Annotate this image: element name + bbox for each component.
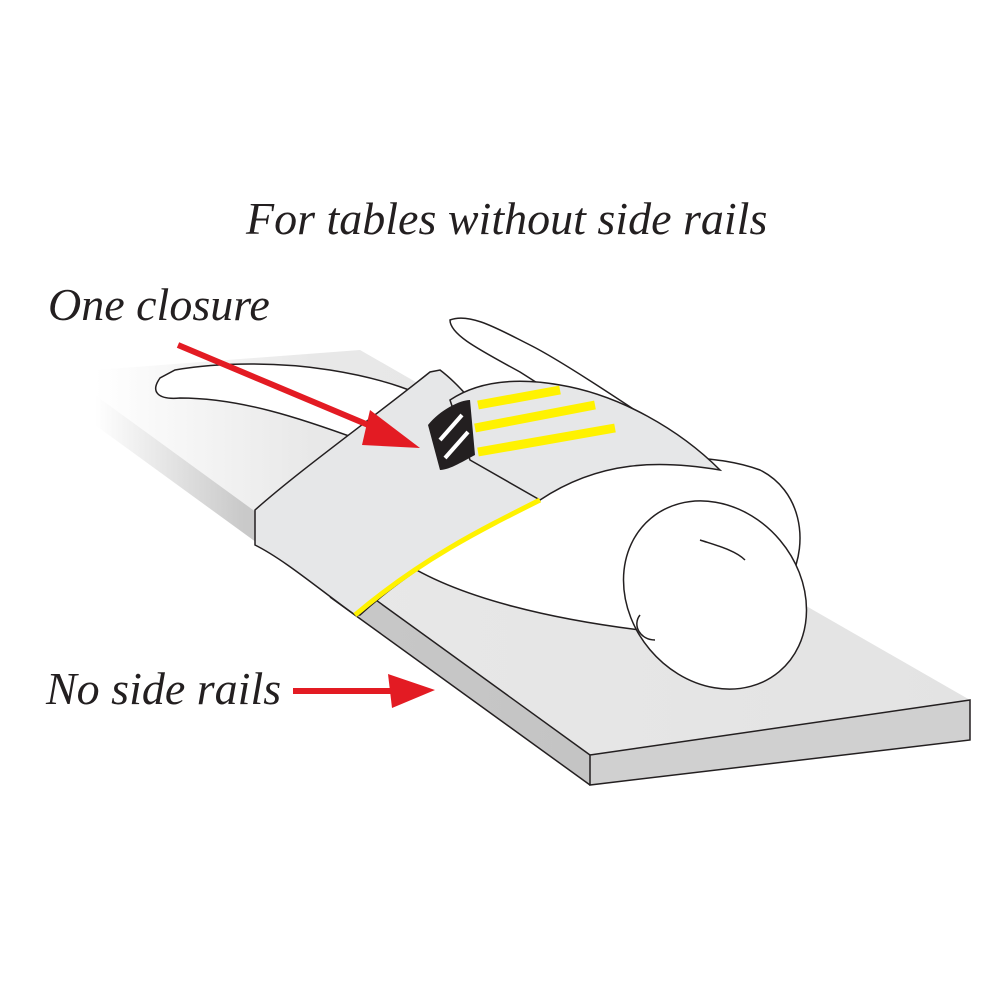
table-end-side (590, 700, 970, 785)
closure-buckle (428, 400, 475, 470)
strap (254, 369, 723, 617)
page-title: For tables without side rails (246, 193, 768, 244)
strap-yellow-section (449, 380, 723, 501)
arrow-no-side-rails (293, 674, 435, 708)
label-no-side-rails: No side rails (46, 663, 282, 714)
head (622, 500, 808, 690)
arrow-one-closure (176, 342, 420, 448)
label-one-closure: One closure (48, 279, 270, 330)
